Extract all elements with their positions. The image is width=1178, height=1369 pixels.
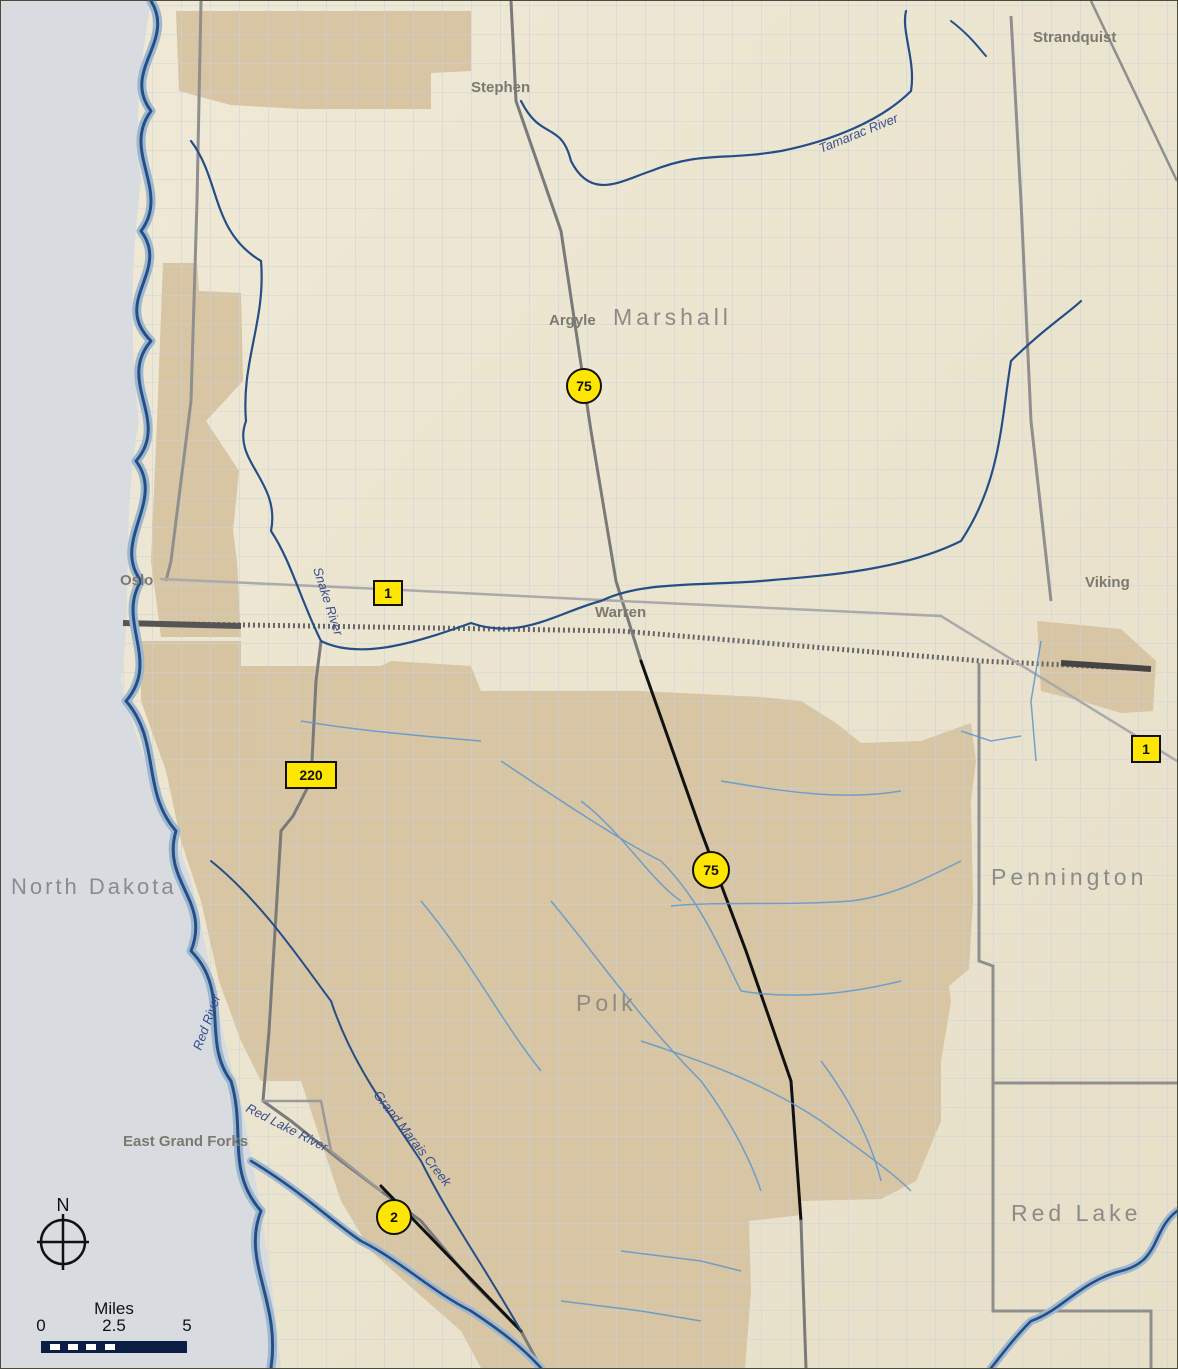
town-label-oslo: Oslo bbox=[120, 572, 153, 589]
scale-bar: Miles 0 2.5 5 bbox=[36, 1299, 192, 1353]
county-label-marshall: Marshall bbox=[613, 304, 732, 330]
county-line-segment bbox=[122, 620, 242, 629]
county-label-polk: Polk bbox=[576, 990, 637, 1016]
county-line-segment bbox=[1060, 660, 1152, 672]
drainage-ditches bbox=[300, 640, 1042, 1322]
town-label-viking: Viking bbox=[1085, 574, 1130, 591]
svg-text:75: 75 bbox=[703, 862, 719, 878]
shield-us-75-north: 75 bbox=[566, 368, 602, 404]
scale-bar-title: Miles bbox=[94, 1299, 134, 1318]
scale-tick-2-5: 2.5 bbox=[102, 1316, 126, 1335]
town-label-stephen: Stephen bbox=[471, 79, 530, 96]
shield-us-2: 2 bbox=[376, 1199, 412, 1235]
county-label-pennington: Pennington bbox=[991, 864, 1147, 890]
town-label-argyle: Argyle bbox=[549, 312, 596, 329]
county-label-red-lake: Red Lake bbox=[1011, 1200, 1141, 1226]
shield-us-75-south: 75 bbox=[692, 851, 730, 889]
shield-state-1-warren: 1 bbox=[373, 580, 403, 606]
shield-county-220: 220 bbox=[285, 761, 337, 789]
north-arrow-label: N bbox=[57, 1195, 70, 1215]
rivers bbox=[121, 1, 1177, 1368]
county-boundaries bbox=[164, 1, 1177, 1368]
north-arrow-icon bbox=[37, 1214, 89, 1270]
svg-text:2: 2 bbox=[390, 1209, 398, 1225]
scale-tick-5: 5 bbox=[182, 1316, 191, 1335]
shield-state-1-east: 1 bbox=[1131, 735, 1161, 763]
state-label: North Dakota bbox=[11, 874, 177, 899]
svg-text:1: 1 bbox=[384, 585, 392, 601]
town-label-warren: Warren bbox=[595, 604, 646, 621]
town-label-strandquist: Strandquist bbox=[1033, 29, 1116, 46]
svg-text:1: 1 bbox=[1142, 741, 1150, 757]
north-arrow: N bbox=[37, 1195, 89, 1270]
town-label-east-grand-forks: East Grand Forks bbox=[123, 1133, 248, 1150]
scale-tick-0: 0 bbox=[36, 1316, 45, 1335]
svg-text:75: 75 bbox=[576, 378, 592, 394]
svg-text:220: 220 bbox=[299, 767, 323, 783]
